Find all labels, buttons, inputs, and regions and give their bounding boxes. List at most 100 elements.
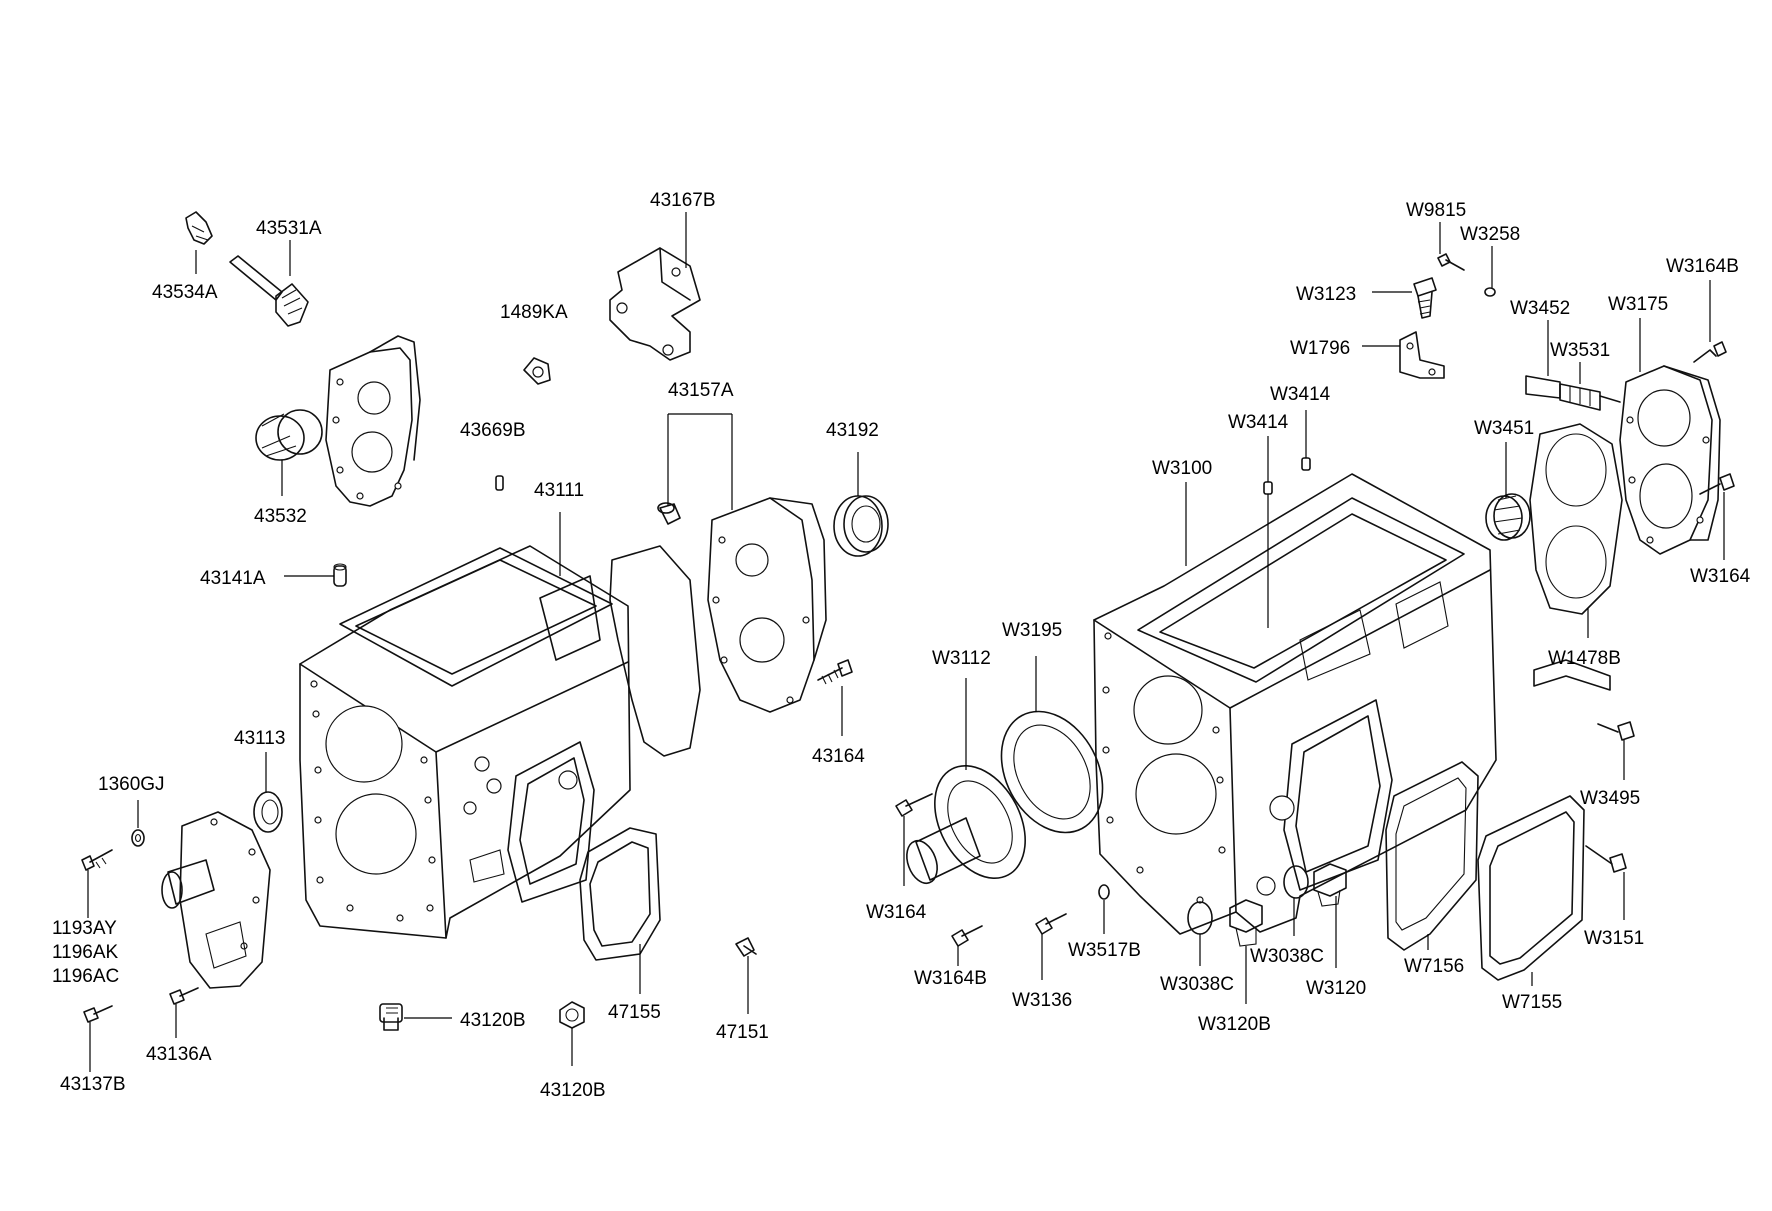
part-W3120B-plug: [1229, 899, 1263, 947]
label-W3120B: W3120B: [1198, 1014, 1271, 1035]
label-W3175: W3175: [1608, 294, 1668, 315]
part-W3038C-washer-b: [1283, 865, 1309, 899]
label-W3164B-top: W3164B: [1666, 256, 1739, 277]
part-43141A-dowel: [333, 563, 347, 587]
part-43113-seal: [253, 791, 283, 833]
label-43167B: 43167B: [650, 190, 716, 211]
leader-lines: [87, 212, 1725, 1072]
part-W3414-pin-a: [1263, 481, 1273, 495]
part-W3195-gasket: [1000, 710, 1104, 834]
label-43534A: 43534A: [152, 282, 218, 303]
part-W3414-pin-b: [1301, 457, 1311, 471]
label-43532: 43532: [254, 506, 307, 527]
part-43192-oil-seal: [833, 495, 889, 557]
part-labels: 43534A 43531A 43532 43167B 1489KA 43669B…: [52, 190, 1751, 1101]
part-W3258-washer: [1484, 287, 1496, 297]
part-43120B-plug-bottom: [559, 1001, 585, 1029]
label-43669B: 43669B: [460, 420, 526, 441]
label-1193AY: 1193AY: [52, 918, 117, 939]
label-43120B-bottom: 43120B: [540, 1080, 606, 1101]
part-43669B-pin: [495, 475, 504, 491]
part-W3164-bolt-right: [1699, 473, 1735, 495]
label-W3258: W3258: [1460, 224, 1520, 245]
label-47155: 47155: [608, 1002, 661, 1023]
part-W3451-seal: [1485, 493, 1531, 541]
part-1360GJ-washer: [131, 829, 145, 847]
label-W3120: W3120: [1306, 978, 1366, 999]
part-43120B-plug-left: [379, 1003, 403, 1031]
label-1489KA: 1489KA: [500, 302, 568, 323]
part-1193AY-bolt: [81, 849, 113, 871]
part-43157A-plug: [657, 502, 681, 525]
label-W3531: W3531: [1550, 340, 1610, 361]
label-43531A: 43531A: [256, 218, 322, 239]
label-43113: 43113: [234, 728, 285, 749]
label-W3112: W3112: [932, 648, 991, 669]
part-43534A-sensor: [185, 211, 213, 245]
part-W3175-rear-housing: [1619, 365, 1721, 555]
part-W3517B-washer: [1098, 884, 1110, 900]
label-43164: 43164: [812, 746, 865, 767]
part-W3038C-washer-a: [1187, 901, 1213, 935]
label-43141A: 43141A: [200, 568, 266, 589]
label-W7156: W7156: [1404, 956, 1464, 977]
label-W9815: W9815: [1406, 200, 1466, 221]
part-43532-bearing: [255, 409, 323, 461]
label-43157A: 43157A: [668, 380, 734, 401]
part-W1478B-gasket: [1529, 423, 1623, 615]
label-W1478B: W1478B: [1548, 648, 1621, 669]
label-W3136: W3136: [1012, 990, 1072, 1011]
part-47155-cover: [579, 827, 661, 961]
label-1196AK: 1196AK: [52, 942, 119, 963]
part-W1796-bracket: [1399, 331, 1445, 379]
part-front-cover-plate: [325, 335, 421, 507]
part-W3136-bolt: [1035, 913, 1067, 935]
part-43531A-gear-shaft: [229, 255, 309, 327]
part-1489KA-clip: [523, 357, 551, 385]
label-43120B-left: 43120B: [460, 1010, 526, 1031]
part-W3164B-bolt-top: [1693, 341, 1727, 363]
label-W3452: W3452: [1510, 298, 1570, 319]
part-front-bearing-retainer: [161, 811, 271, 989]
label-43137B: 43137B: [60, 1074, 126, 1095]
part-gasket-left: [609, 545, 701, 757]
label-W1796: W1796: [1290, 338, 1350, 359]
label-W3164-right: W3164: [1690, 566, 1751, 587]
label-W7155: W7155: [1502, 992, 1562, 1013]
part-43111-transmission-case: [299, 545, 631, 939]
part-W7155-cover: [1477, 795, 1585, 981]
label-W3038C-a: W3038C: [1160, 974, 1234, 995]
part-W3164-bolt-left: [895, 793, 933, 817]
label-47151: 47151: [716, 1022, 769, 1043]
label-1196AC: 1196AC: [52, 966, 119, 987]
part-W3151-bolt: [1585, 845, 1627, 873]
part-W9815-screw: [1437, 253, 1465, 271]
part-W3123-bolt: [1413, 277, 1437, 319]
label-W3195: W3195: [1002, 620, 1062, 641]
right-assembly: [895, 253, 1735, 981]
label-W3123: W3123: [1296, 284, 1356, 305]
part-W3452-W3531-sensor: [1525, 375, 1621, 411]
label-W3164-left: W3164: [866, 902, 927, 923]
part-W3100-transmission-case: [1093, 473, 1497, 935]
part-43164-bolt: [817, 659, 853, 685]
label-W3517B: W3517B: [1068, 940, 1141, 961]
part-43137B-bolt: [83, 1005, 113, 1023]
label-W3164B-bottom: W3164B: [914, 968, 987, 989]
label-W3151: W3151: [1584, 928, 1644, 949]
label-W3414-b: W3414: [1228, 412, 1289, 433]
part-47151-bolt: [735, 937, 757, 957]
part-W3112-bearing-retainer: [906, 764, 1026, 885]
label-W3038C-b: W3038C: [1250, 946, 1324, 967]
label-W3495: W3495: [1580, 788, 1640, 809]
part-43136A-bolt: [169, 987, 199, 1005]
part-W3495-bolt-bracket: [1533, 659, 1635, 741]
label-1360GJ: 1360GJ: [98, 774, 165, 795]
part-W7156-gasket: [1385, 761, 1479, 951]
part-43167B-bracket: [609, 247, 701, 361]
label-W3451: W3451: [1474, 418, 1534, 439]
label-43192: 43192: [826, 420, 879, 441]
label-W3414-a: W3414: [1270, 384, 1331, 405]
part-W3120-plug: [1313, 863, 1347, 907]
